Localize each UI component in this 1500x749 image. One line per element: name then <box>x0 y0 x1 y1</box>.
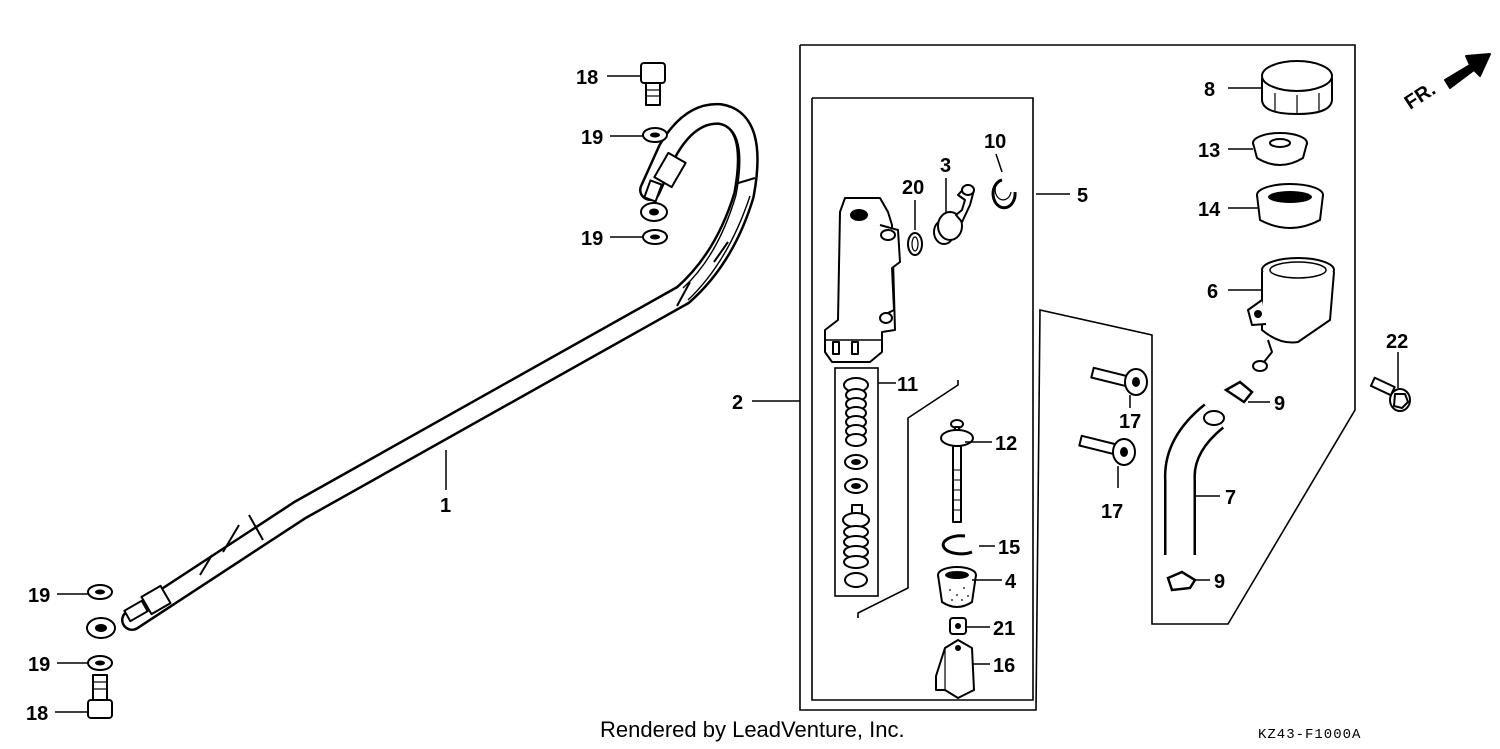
callout-19-top-2: 19 <box>581 228 603 250</box>
sealing-washer-3 <box>87 584 113 600</box>
brake-hose <box>86 102 759 639</box>
piston-kit <box>842 377 870 588</box>
hose-clip-lower <box>1166 570 1197 592</box>
callout-6: 6 <box>1207 281 1218 303</box>
callout-19-bottom-1: 19 <box>28 585 50 607</box>
callout-10: 10 <box>984 131 1006 153</box>
reservoir-tank <box>1247 257 1335 372</box>
callout-17-upper: 17 <box>1119 411 1141 433</box>
socket-bolt-upper <box>1090 366 1148 396</box>
circlip-rod <box>941 534 973 556</box>
lock-nut <box>949 617 967 635</box>
banjo-bolt-top <box>640 62 666 106</box>
flange-bolt <box>1369 376 1411 412</box>
callout-18-bottom: 18 <box>26 703 48 725</box>
circlip <box>991 178 1017 210</box>
reservoir-diaphragm <box>1256 183 1324 229</box>
callout-14: 14 <box>1198 199 1221 221</box>
callout-7: 7 <box>1225 487 1236 509</box>
callout-19-bottom-2: 19 <box>28 654 50 676</box>
assembly-outline-2 <box>811 97 1034 701</box>
callout-9-lower: 9 <box>1214 571 1225 593</box>
assembly-outline-12 <box>857 380 959 618</box>
push-rod <box>940 419 974 523</box>
callout-15: 15 <box>998 537 1020 559</box>
callout-21: 21 <box>993 618 1015 640</box>
render-credit: Rendered by LeadVenture, Inc. <box>600 717 905 742</box>
o-ring <box>907 232 923 256</box>
hose-clip-upper <box>1223 380 1254 404</box>
sealing-washer-4 <box>87 655 113 671</box>
socket-bolt-lower <box>1078 434 1136 466</box>
sealing-washer-2 <box>642 229 668 245</box>
leader-lines <box>55 75 1399 713</box>
callout-8: 8 <box>1204 79 1215 101</box>
hose-joint <box>933 184 975 245</box>
reservoir-cap <box>1261 60 1333 115</box>
callout-4: 4 <box>1005 571 1017 593</box>
callout-18-top: 18 <box>576 67 598 89</box>
callouts: 18 19 19 19 19 18 1 2 3 10 20 5 11 12 15… <box>26 67 1408 725</box>
callout-17-lower: 17 <box>1101 501 1123 523</box>
callout-11: 11 <box>897 374 918 396</box>
callout-3: 3 <box>940 155 951 177</box>
callout-12: 12 <box>995 433 1017 455</box>
clevis-joint <box>935 639 975 699</box>
diagram-code: KZ43-F1000A <box>1258 727 1362 743</box>
front-label: FR. <box>1401 78 1440 114</box>
callout-19-top-1: 19 <box>581 127 603 149</box>
banjo-bolt-bottom <box>87 674 113 719</box>
assembly-outline-5 <box>799 44 1356 711</box>
reservoir-plate <box>1252 132 1308 166</box>
callout-20: 20 <box>902 177 924 199</box>
master-cylinder-body <box>824 197 901 363</box>
callout-9-upper: 9 <box>1274 393 1285 415</box>
sealing-washer-1 <box>642 127 668 143</box>
callout-16: 16 <box>993 655 1015 677</box>
callout-1: 1 <box>440 495 451 517</box>
callout-2: 2 <box>732 392 743 414</box>
callout-13: 13 <box>1198 140 1220 162</box>
assembly-outline-11 <box>834 367 879 597</box>
boot <box>937 566 977 608</box>
reservoir-hose <box>1163 403 1225 555</box>
front-direction-arrow: FR. <box>1401 53 1491 114</box>
callout-22: 22 <box>1386 331 1408 353</box>
callout-5: 5 <box>1077 185 1088 207</box>
